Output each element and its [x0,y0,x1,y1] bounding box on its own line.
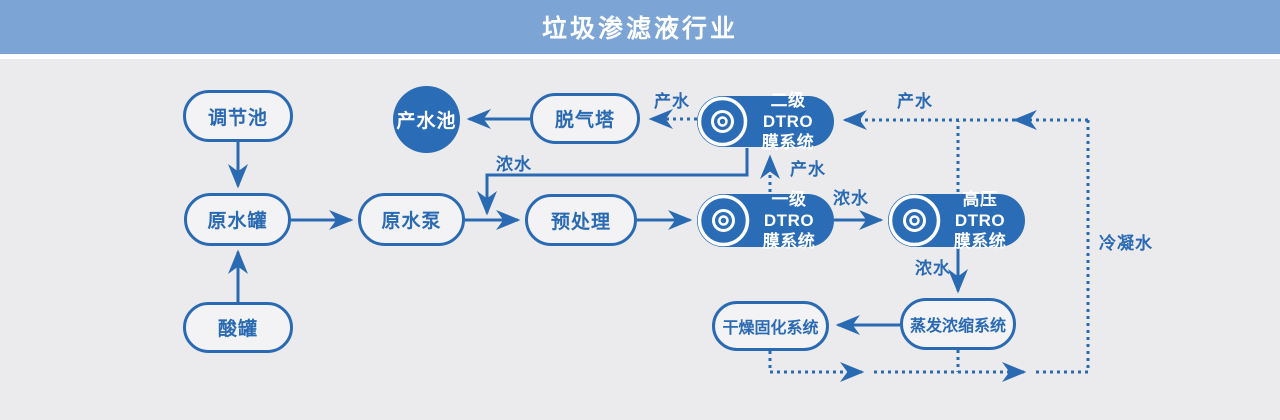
node-tiaojiechi-label: 调节池 [207,107,268,129]
node-suanguan-label: 酸罐 [217,319,258,340]
node-yuchuli-label: 预处理 [550,211,611,233]
node-ganzao-label: 干燥固化系统 [722,320,819,337]
node-yuanshuiguan: 原水罐 [184,193,291,246]
node-dtro1-label: 一级DTRO 膜系统 [762,189,816,252]
node-yuanshuibeng: 原水泵 [358,193,465,246]
membrane-disc-icon [697,96,748,147]
title-bar: 垃圾渗滤液行业 [0,0,1280,54]
node-yuanshuibeng-label: 原水泵 [381,211,442,232]
node-yuchuli: 预处理 [525,194,637,246]
flow-label-chanshui-to-tuoqita: 产水 [654,92,690,111]
node-yuanshuiguan-label: 原水罐 [207,211,268,232]
membrane-disc-icon [888,194,941,247]
flow-label-nongshui-hp-down: 浓水 [915,259,951,278]
node-tiaojiechi: 调节池 [183,90,293,142]
flow-label-nongshui-return: 浓水 [496,155,532,174]
node-dtro2: 二级DTRO 膜系统 [697,91,834,152]
flow-label-lengningshui: 冷凝水 [1099,234,1153,253]
membrane-disc-icon [697,194,750,247]
node-dtro-hp-label: 高压DTRO 膜系统 [953,189,1007,252]
flow-label-nongshui-dtro1-to-hp: 浓水 [833,189,869,208]
node-dtro2-label: 二级DTRO 膜系统 [761,90,815,153]
flow-label-chanshui-top-right: 产水 [897,92,933,111]
node-dtro-hp: 高压DTRO 膜系统 [888,190,1025,251]
node-ganzao: 干燥固化系统 [712,301,829,351]
node-zhengfa-label: 蒸发浓缩系统 [909,318,1006,335]
node-suanguan: 酸罐 [183,302,293,353]
node-dtro1: 一级DTRO 膜系统 [697,190,834,251]
flow-label-chanshui-dtro1-to-dtro2: 产水 [790,160,826,179]
node-zhengfa: 蒸发浓缩系统 [900,298,1016,350]
page-title: 垃圾渗滤液行业 [541,15,738,43]
node-chanshuichi-label: 产水池 [396,111,457,132]
node-chanshuichi: 产水池 [393,86,460,153]
node-tuoqita-label: 脱气塔 [554,110,615,131]
node-tuoqita: 脱气塔 [530,93,640,144]
